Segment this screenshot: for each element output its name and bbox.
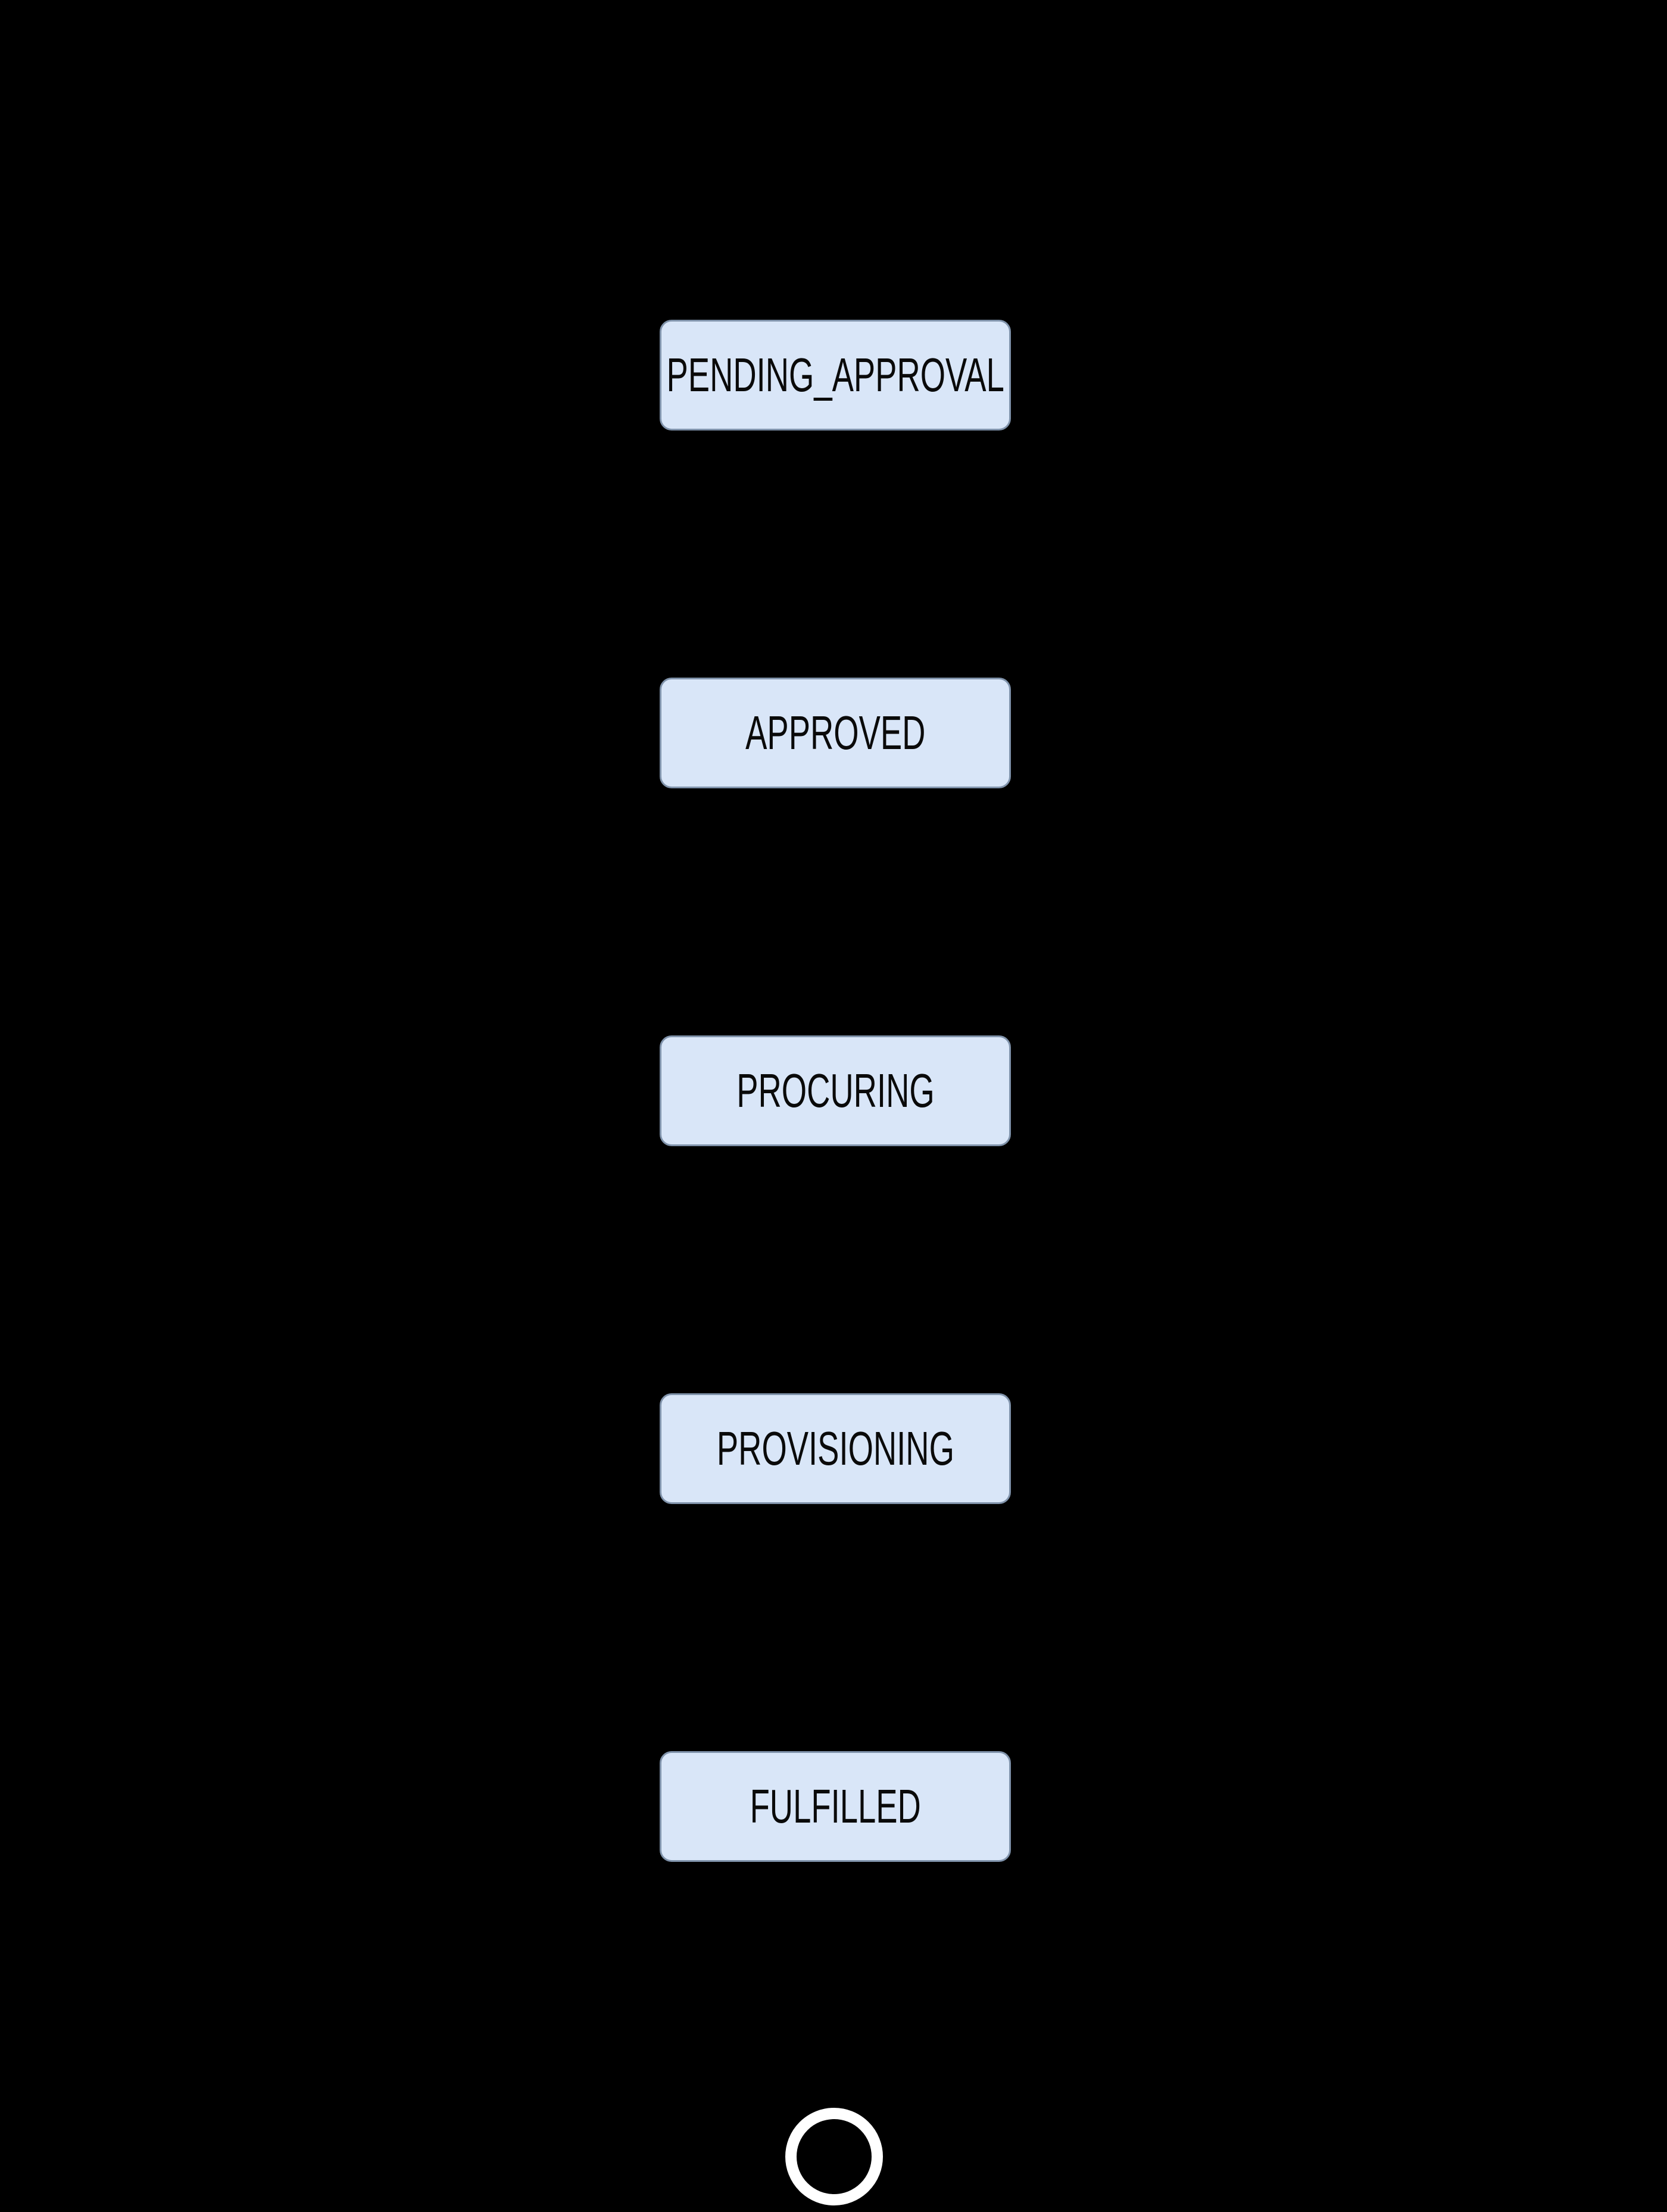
state-node-fulfilled: FULFILLED — [660, 1751, 1011, 1862]
state-label-procuring: PROCURING — [736, 1064, 935, 1117]
state-label-provisioning: PROVISIONING — [716, 1422, 954, 1475]
state-label-pending-approval: PENDING_APPROVAL — [666, 348, 1004, 401]
state-node-approved: APPROVED — [660, 678, 1011, 788]
state-label-approved: APPROVED — [745, 706, 926, 759]
final-state-icon — [785, 2108, 883, 2205]
state-label-fulfilled: FULFILLED — [750, 1780, 921, 1833]
state-node-procuring: PROCURING — [660, 1035, 1011, 1146]
state-node-pending-approval: PENDING_APPROVAL — [660, 320, 1011, 430]
state-node-provisioning: PROVISIONING — [660, 1393, 1011, 1504]
